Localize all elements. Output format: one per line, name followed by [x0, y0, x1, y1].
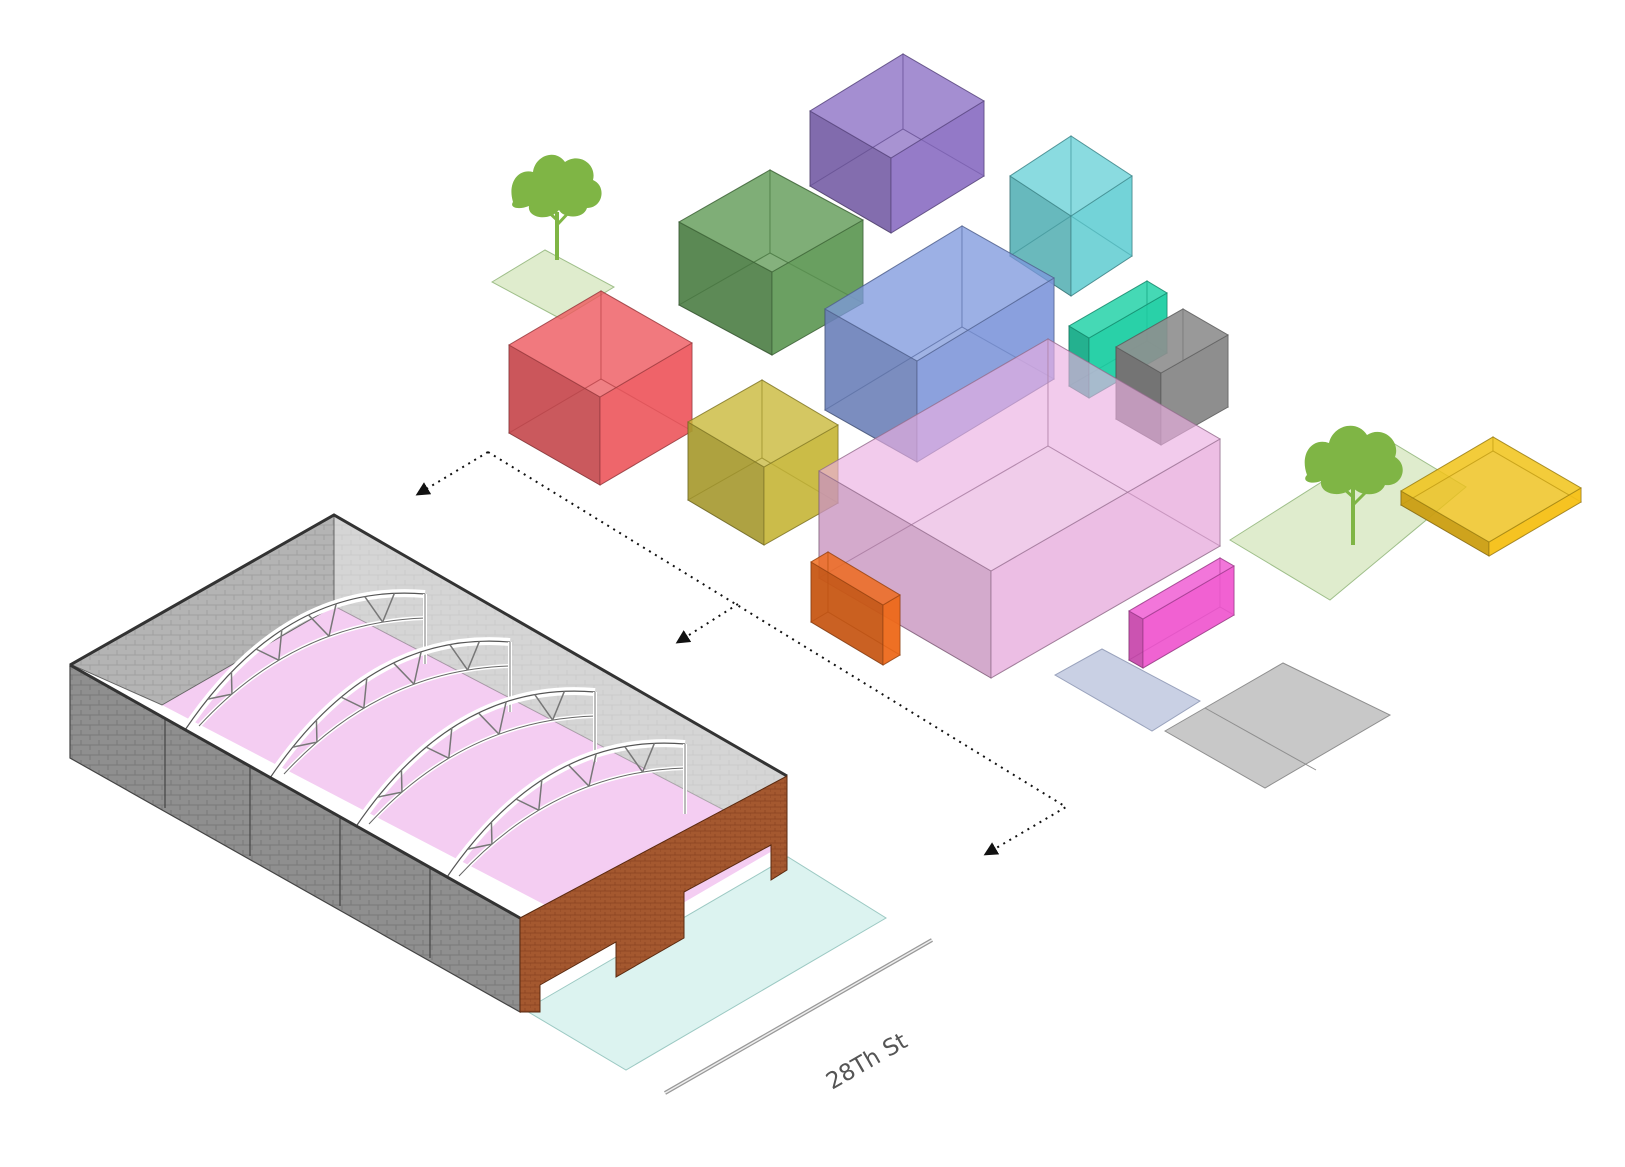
- program-box-pink: [818, 338, 1221, 679]
- box-top-face: [809, 53, 985, 159]
- existing-shed-model: [69, 513, 887, 1071]
- box-top-face: [818, 338, 1221, 572]
- box-left-face: [1128, 610, 1144, 669]
- street-label: 28Th St: [822, 1028, 912, 1095]
- program-box-gold: [1400, 436, 1582, 557]
- yard-slab: [524, 856, 887, 1071]
- dotted-arrow-middle: [675, 603, 739, 644]
- box-top-face: [1127, 557, 1236, 620]
- program-box-gray: [1114, 308, 1230, 446]
- pad-gray-divider: [1204, 707, 1317, 771]
- box-top-face: [810, 551, 901, 606]
- tree-icon: [1304, 425, 1403, 545]
- program-box-blue: [824, 225, 1055, 463]
- box-top-face: [508, 290, 693, 398]
- box-top-face: [1400, 436, 1582, 543]
- program-box-red: [508, 290, 693, 486]
- box-top-face: [1114, 308, 1230, 374]
- pad-light-blue: [1053, 648, 1202, 732]
- program-box-yellow: [687, 379, 839, 546]
- arched-truss: [181, 589, 427, 733]
- dotted-arrow-upper: [415, 451, 489, 496]
- shed-floor: [162, 606, 786, 942]
- tree-icon: [511, 154, 602, 260]
- wall-top-edge: [69, 663, 521, 920]
- box-top-face: [824, 225, 1055, 362]
- arched-truss: [441, 739, 687, 883]
- arched-truss: [351, 687, 597, 831]
- box-right-face: [882, 594, 901, 666]
- box-top-face: [677, 169, 865, 273]
- street-line-inner: [664, 939, 933, 1094]
- box-top-face: [687, 379, 839, 468]
- box-top-face: [1009, 135, 1133, 217]
- program-box-purple: [809, 53, 985, 234]
- brick-end-wall: [519, 775, 788, 1013]
- pad-gray-large: [1163, 662, 1392, 789]
- arched-truss-group: [181, 589, 687, 883]
- program-box-orange: [810, 551, 901, 666]
- program-box-magenta: [1127, 557, 1236, 669]
- wall-top-edge: [69, 513, 788, 778]
- box-top-face: [1068, 280, 1168, 339]
